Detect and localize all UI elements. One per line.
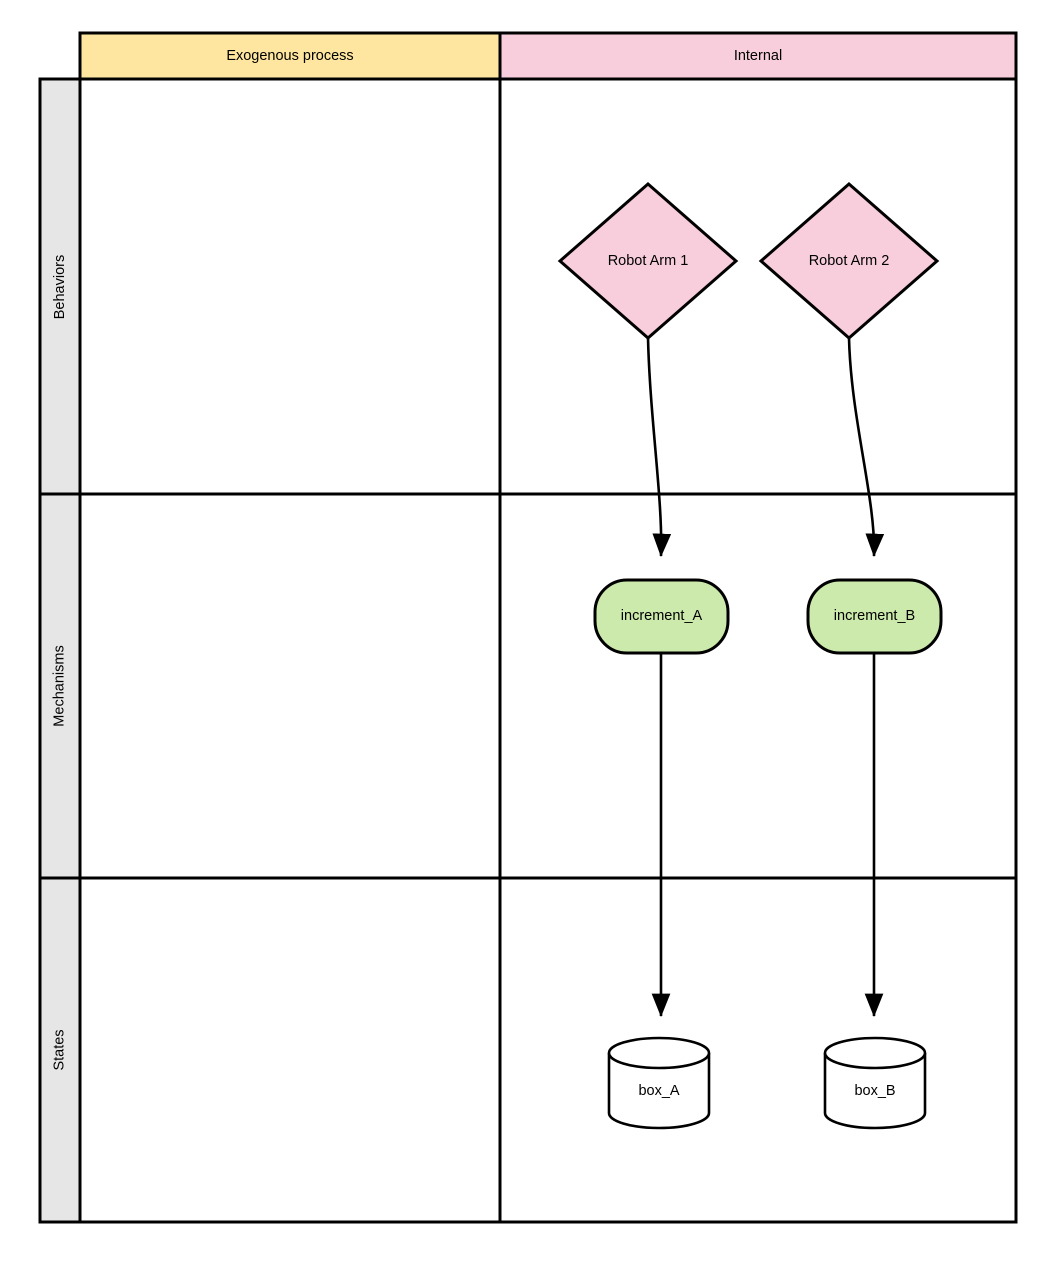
node-box-a-shape[interactable] <box>607 1036 711 1130</box>
node-robot-arm-2-shape[interactable] <box>758 182 940 340</box>
cell-behaviors-internal <box>498 77 1018 496</box>
row-header-behaviors <box>38 77 82 496</box>
cell-behaviors-exogenous <box>78 77 502 496</box>
node-box-b-shape[interactable] <box>823 1036 927 1130</box>
node-increment-b-shape[interactable] <box>806 578 943 655</box>
column-header-internal <box>498 31 1018 81</box>
node-increment-a-shape[interactable] <box>593 578 730 655</box>
row-header-states <box>38 876 82 1224</box>
column-header-exogenous <box>78 31 502 81</box>
cell-mechanisms-internal <box>498 492 1018 880</box>
node-robot-arm-1-shape[interactable] <box>557 182 739 340</box>
edge-arm2-to-increment-b <box>847 337 885 558</box>
cell-states-exogenous <box>78 876 502 1224</box>
cell-states-internal <box>498 876 1018 1224</box>
row-header-mechanisms <box>38 492 82 880</box>
cell-mechanisms-exogenous <box>78 492 502 880</box>
edge-arm1-to-increment-a <box>646 337 672 558</box>
